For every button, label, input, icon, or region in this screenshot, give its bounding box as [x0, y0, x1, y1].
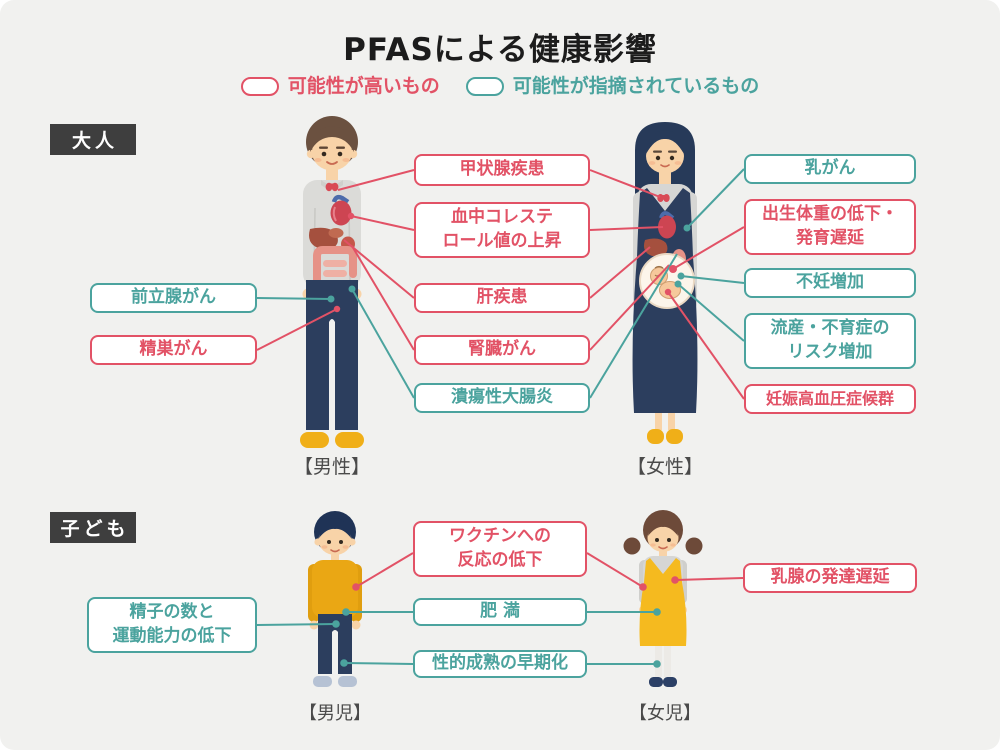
boy-pants — [318, 614, 352, 674]
boy-shoe-left — [313, 676, 332, 687]
caption-male: 【男性】 — [293, 456, 370, 478]
label-early-maturation: 性的成熟の早期化 — [413, 650, 587, 678]
label-testicular-cancer: 精巣がん — [90, 335, 257, 365]
caption-boy: 【男児】 — [299, 703, 371, 724]
caption-girl: 【女児】 — [629, 703, 701, 724]
fetus-body — [659, 281, 681, 299]
boy-shirt — [312, 560, 358, 618]
section-badge-adults: 大人 — [50, 124, 136, 155]
male-pants — [306, 280, 358, 430]
boy-shoe-right — [338, 676, 357, 687]
label-infertility: 不妊増加 — [744, 268, 916, 298]
male-shoe-left — [300, 432, 329, 448]
adult-female-figure — [632, 122, 698, 444]
male-neck — [326, 166, 338, 183]
caption-female: 【女性】 — [626, 456, 703, 478]
female-neck — [659, 170, 671, 184]
legend-suspected-swatch — [465, 77, 504, 96]
female-heart-organ — [658, 211, 676, 239]
label-breast-cancer: 乳がん — [744, 154, 916, 184]
girl-pigtail-right — [685, 537, 703, 555]
female-face — [646, 138, 684, 174]
male-heart-organ — [330, 194, 352, 226]
legend-high-swatch — [240, 77, 279, 96]
label-obesity: 肥 満 — [413, 598, 587, 626]
label-vaccine-response: ワクチンへの 反応の低下 — [413, 521, 587, 577]
label-birthweight: 出生体重の低下・ 発育遅延 — [744, 199, 916, 255]
label-thyroid-disease: 甲状腺疾患 — [414, 154, 590, 186]
girl-figure — [623, 510, 703, 687]
label-kidney-cancer: 腎臓がん — [414, 335, 590, 365]
label-pregnancy-hypertension: 妊娠高血圧症候群 — [744, 384, 916, 414]
male-face — [312, 133, 352, 171]
section-badge-children: 子ども — [50, 512, 136, 543]
label-sperm-count: 精子の数と 運動能力の低下 — [87, 597, 257, 653]
legend-suspected-label: 可能性が指摘されているもの — [512, 75, 760, 97]
girl-shoe-right — [663, 677, 677, 687]
label-liver-disease: 肝疾患 — [414, 283, 590, 313]
legend-high-label: 可能性が高いもの — [287, 75, 440, 97]
adult-male-figure — [300, 116, 364, 448]
label-miscarriage: 流産・不育症の リスク増加 — [744, 313, 916, 369]
fetus-head — [650, 267, 668, 285]
female-shoe-right — [666, 429, 683, 444]
label-ulcerative-colitis: 潰瘍性大腸炎 — [414, 383, 590, 413]
label-prostate-cancer: 前立腺がん — [90, 283, 257, 313]
page-title: PFASによる健康影響 — [343, 32, 657, 68]
male-shoe-right — [335, 432, 364, 448]
girl-pigtail-left — [623, 537, 641, 555]
female-womb — [639, 253, 695, 309]
girl-shoe-left — [649, 677, 663, 687]
legend: 可能性が高いもの 可能性が指摘されているもの — [0, 77, 1000, 96]
female-shoe-left — [647, 429, 664, 444]
male-thyroid-organ — [325, 182, 339, 192]
label-cholesterol: 血中コレステ ロール値の上昇 — [414, 202, 590, 258]
label-mammary-delay: 乳腺の発達遅延 — [743, 563, 917, 593]
boy-figure — [308, 511, 362, 687]
